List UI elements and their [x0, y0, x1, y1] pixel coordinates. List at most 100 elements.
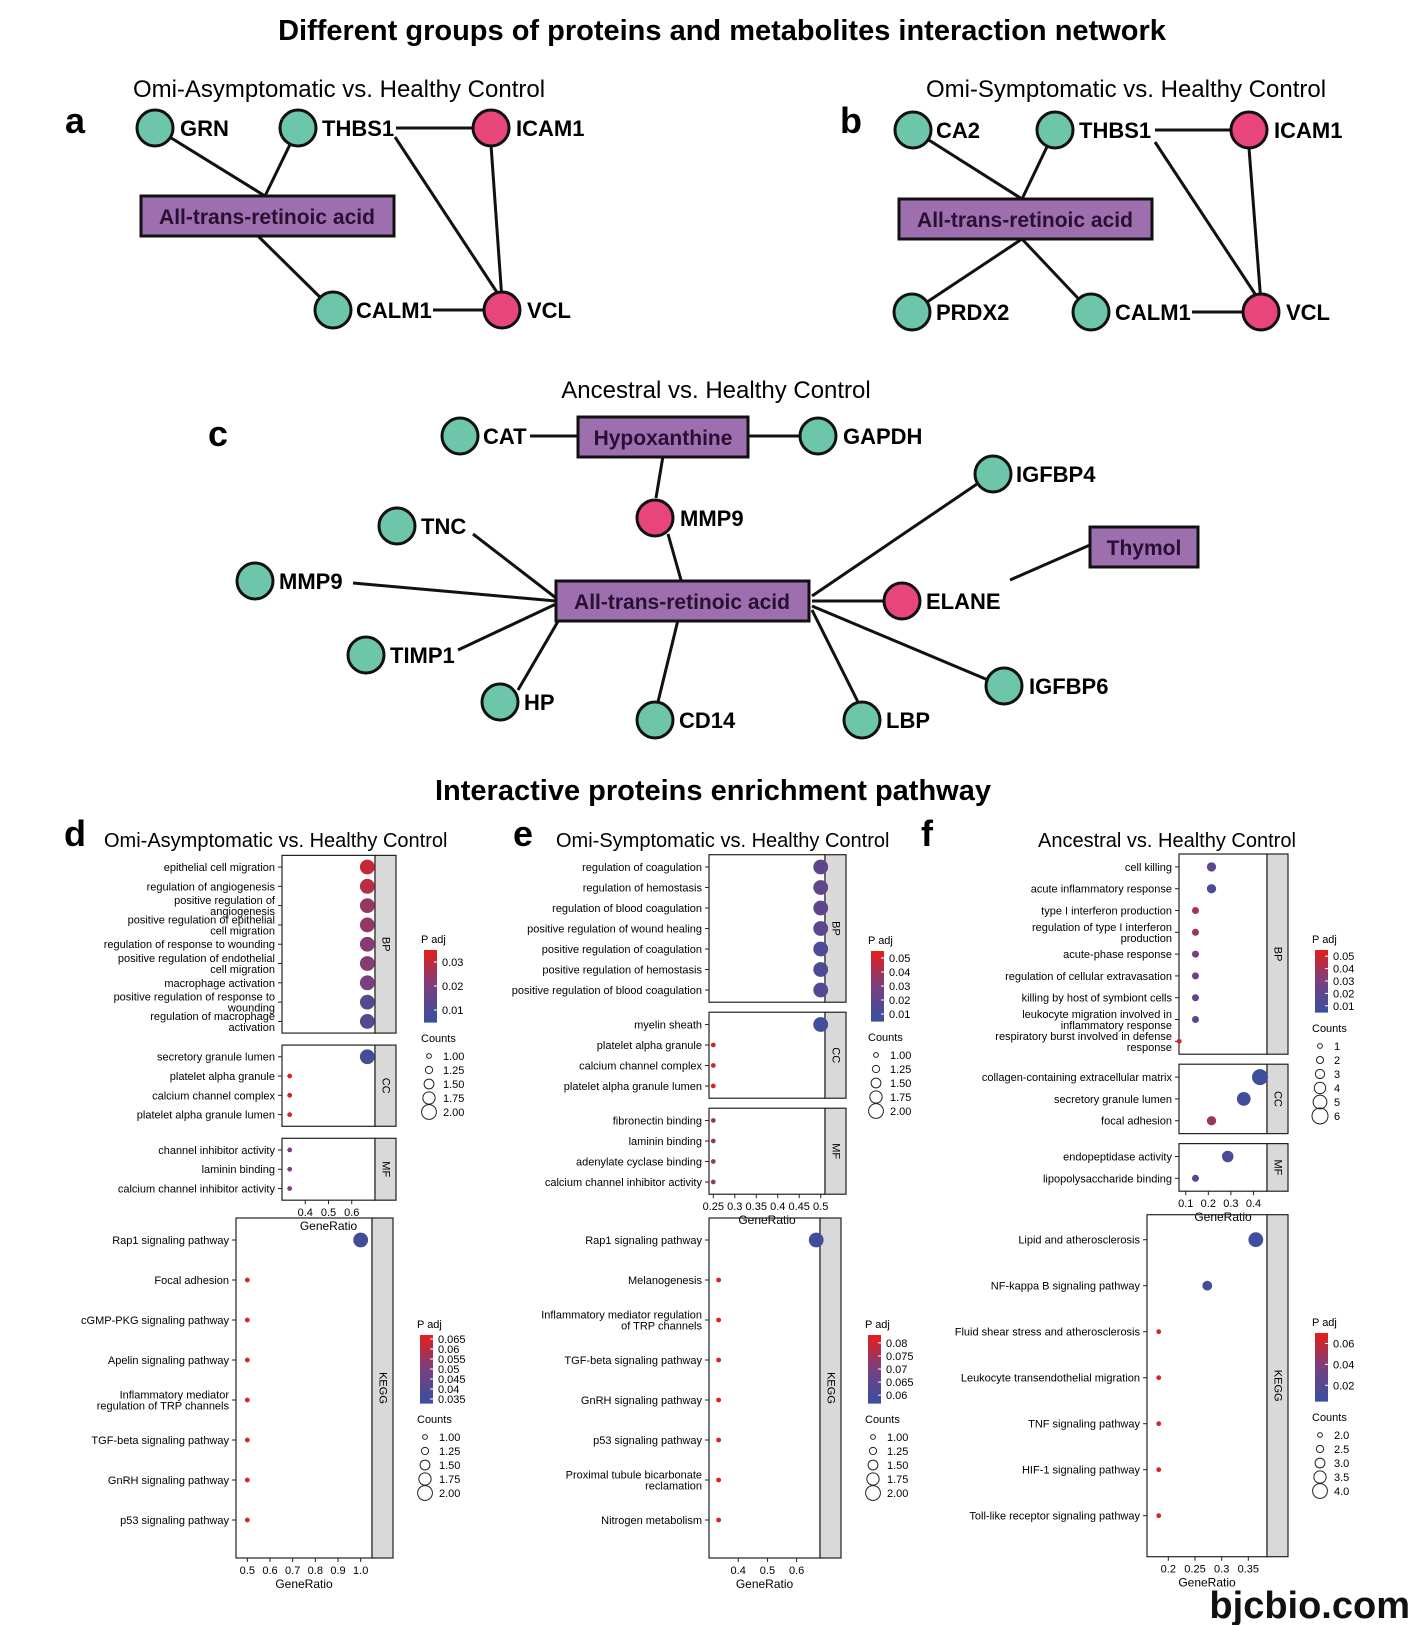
legend-count-label: 2.00: [890, 1106, 911, 1118]
panel-letter-a: a: [65, 100, 86, 141]
colorbar-step: [868, 1346, 881, 1350]
node-elane: [882, 581, 922, 621]
colorbar-step: [424, 953, 437, 957]
term-label: calcium channel complex: [152, 1090, 275, 1102]
colorbar-step: [1315, 1392, 1328, 1396]
network-c: c Ancestral vs. Healthy Control Hypoxant…: [208, 377, 1200, 740]
colorbar-tick-label: 0.05: [438, 1364, 459, 1376]
colorbar-step: [871, 994, 884, 999]
legend-count-label: 3: [1334, 1069, 1340, 1081]
colorbar-step: [868, 1369, 881, 1373]
legend-count-label: 2: [1334, 1055, 1340, 1067]
legend-count-label: 1.50: [439, 1460, 460, 1472]
x-tick-label: 0.9: [330, 1565, 345, 1577]
colorbar-step: [424, 1013, 437, 1017]
dot: [1202, 1280, 1213, 1291]
term-label: platelet alpha granule lumen: [564, 1081, 702, 1093]
metabolite-all-trans-retinoic-acid: [139, 194, 396, 238]
colorbar-step: [868, 1388, 881, 1393]
node-label: THBS1: [1079, 118, 1151, 143]
node-ca2: [893, 110, 933, 150]
x-tick-label: 0.3: [727, 1201, 742, 1213]
term-label: TNF signaling pathway: [1028, 1419, 1140, 1431]
facet-label-bp: BP: [380, 937, 392, 952]
term-label: secretory granule lumen: [157, 1052, 275, 1064]
term-label: Apelin signaling pathway: [108, 1355, 230, 1367]
dot: [359, 956, 375, 971]
legend-count-dot: [422, 1434, 428, 1440]
dot: [716, 1277, 722, 1283]
x-tick-label: 0.4: [298, 1207, 313, 1219]
dot: [244, 1397, 250, 1403]
x-axis-label: GeneRatio: [738, 1213, 796, 1227]
metabolite-hypoxanthine: [576, 415, 750, 459]
term-label: epithelial cell migration: [164, 862, 275, 874]
colorbar-step: [871, 971, 884, 975]
node-calm1: [313, 290, 353, 330]
node-igfbp4: [973, 454, 1013, 494]
edge: [1153, 141, 1263, 304]
term-label: myelin sheath: [634, 1019, 702, 1031]
term-label: Focal adhesion: [154, 1275, 229, 1287]
colorbar-step: [424, 1016, 437, 1020]
facet-panel: [708, 1011, 826, 1099]
colorbar-step: [868, 1391, 881, 1396]
term-label: inflammatory response: [1061, 1020, 1172, 1032]
x-tick-label: 0.3: [1214, 1564, 1229, 1576]
legend-count-dot: [1317, 1432, 1323, 1438]
dot: [353, 1232, 369, 1248]
term-label: platelet alpha granule lumen: [137, 1110, 275, 1122]
dot: [710, 1042, 716, 1048]
colorbar-tick-label: 0.05: [1333, 951, 1354, 963]
term-label: GnRH signaling pathway: [108, 1475, 230, 1487]
colorbar-step: [868, 1340, 881, 1345]
colorbar-step: [868, 1360, 881, 1364]
term-label: positive regulation of response to: [114, 992, 275, 1004]
edge: [154, 126, 266, 198]
term-label: regulation of coagulation: [582, 862, 702, 874]
colorbar-step: [1315, 968, 1328, 972]
legend-count-label: 1.25: [443, 1065, 464, 1077]
node-cd14: [635, 700, 675, 740]
facet-strip: [824, 1011, 847, 1099]
legend-counts-title: Counts: [421, 1033, 456, 1045]
dot: [813, 921, 829, 936]
colorbar-tick-label: 0.06: [438, 1344, 459, 1356]
colorbar-step: [1315, 1338, 1328, 1343]
node-icam1: [471, 108, 511, 148]
metabolite-label: All-trans-retinoic acid: [574, 591, 790, 614]
legend-count-dot: [426, 1053, 432, 1059]
colorbar-step: [868, 1397, 881, 1401]
metabolite-thymol: [1088, 525, 1200, 569]
colorbar-step: [420, 1391, 433, 1396]
network-b-title: Omi-Symptomatic vs. Healthy Control: [926, 76, 1326, 103]
facet-label-bp: BP: [1272, 947, 1284, 962]
node-label: PRDX2: [936, 300, 1009, 325]
term-label: laminin binding: [202, 1164, 275, 1176]
edge: [811, 482, 978, 598]
colorbar-step: [1315, 1001, 1328, 1005]
term-label: regulation of angiogenesis: [147, 881, 276, 893]
colorbar-tick-label: 0.065: [438, 1334, 466, 1346]
term-label: adenylate cyclase binding: [576, 1156, 702, 1168]
term-label: secretory granule lumen: [1054, 1094, 1172, 1106]
x-axis-label: GeneRatio: [1194, 1210, 1252, 1224]
legend-count-label: 1.50: [890, 1078, 911, 1090]
colorbar-step: [424, 998, 437, 1002]
edge: [912, 128, 1023, 201]
term-label: regulation of hemostasis: [583, 882, 703, 894]
node-cat: [440, 416, 480, 456]
node-label: GAPDH: [843, 424, 922, 449]
legend-count-dot: [873, 1052, 879, 1058]
colorbar-step: [1315, 1006, 1328, 1011]
node-calm1: [1071, 292, 1111, 332]
facet-label-cc: CC: [380, 1078, 392, 1094]
node-thbs1: [278, 108, 318, 148]
dot: [1191, 928, 1199, 936]
facet-label-cc: CC: [830, 1047, 842, 1063]
dot: [244, 1317, 250, 1323]
dot: [1191, 906, 1199, 915]
legend-count-label: 1.75: [439, 1474, 460, 1486]
